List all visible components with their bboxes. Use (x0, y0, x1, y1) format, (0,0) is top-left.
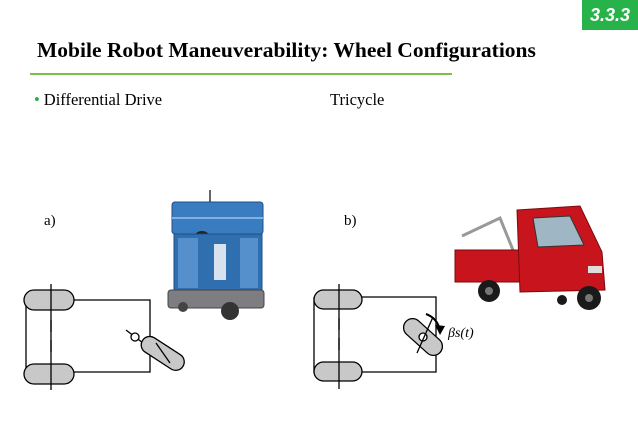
bullet-dot-icon: • (34, 90, 40, 109)
differential-drive-diagram (23, 284, 185, 390)
differential-drive-robot-photo (167, 190, 265, 320)
bullet-text: Differential Drive (43, 90, 163, 109)
bullet-item: •Differential Drive (34, 90, 162, 110)
diagram-b-label: b) (344, 213, 357, 229)
tricycle-photo (454, 205, 606, 310)
diagram-a-label: a) (44, 213, 56, 229)
slide-number-badge: 3.3.3 (582, 0, 638, 30)
slide-title: Mobile Robot Maneuverability: Wheel Conf… (37, 38, 536, 62)
title-underline (30, 73, 452, 75)
steer-angle-label: βs(t) (448, 326, 474, 341)
tricycle-diagram (313, 284, 445, 389)
tricycle-heading: Tricycle (330, 90, 385, 109)
